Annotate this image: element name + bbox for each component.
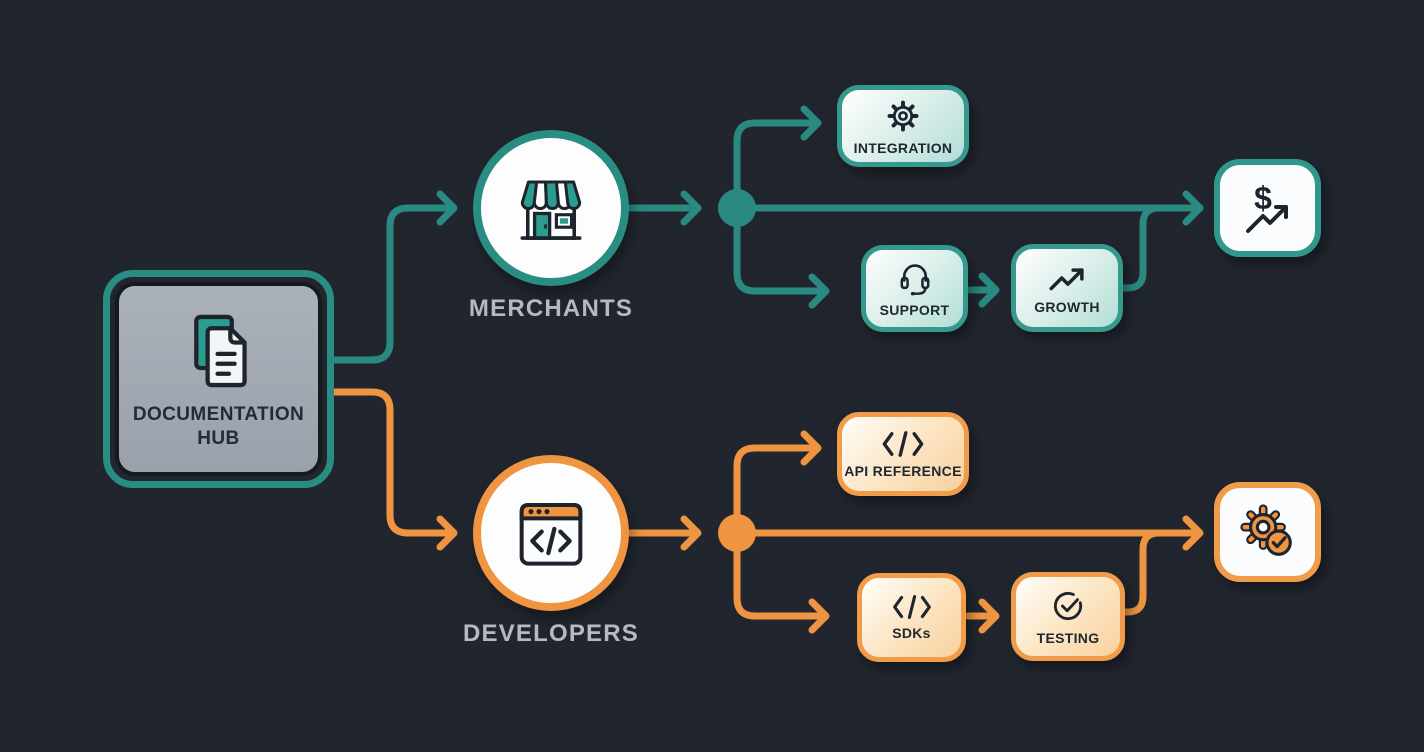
integration-label: INTEGRATION [853, 139, 953, 156]
edge-hub-to-merchants [330, 204, 456, 364]
node-testing: TESTING [1011, 572, 1125, 661]
node-integration: INTEGRATION [837, 85, 969, 167]
node-support: SUPPORT [861, 245, 968, 332]
code-window-icon [519, 503, 583, 566]
testing-label: TESTING [1036, 630, 1100, 646]
arrowhead-into-growth [978, 272, 1000, 308]
node-developers [473, 455, 629, 611]
arrowhead-into-dollar [1182, 190, 1204, 226]
arrowhead-into-orange-junction [680, 515, 702, 551]
arrowhead-into-support [808, 273, 830, 309]
storefront-icon [520, 180, 582, 240]
edge-junction-to-api [733, 444, 820, 528]
sdks-label: SDKs [892, 625, 931, 641]
check-circle-icon [1053, 591, 1083, 621]
teal-junction-dot [718, 189, 756, 227]
node-build-verified-endpoint [1214, 482, 1321, 582]
merchants-label: MERCHANTS [468, 295, 634, 322]
documentation-hub-body: DOCUMENTATION HUB [115, 282, 322, 476]
developers-label: DEVELOPERS [462, 620, 640, 647]
arrowhead-into-teal-junction [680, 190, 702, 226]
arrowhead-into-integration [800, 105, 822, 141]
node-documentation-hub: DOCUMENTATION HUB [103, 270, 334, 488]
gear-icon [887, 100, 919, 131]
code-icon [882, 430, 924, 457]
arrowhead-into-sdks [808, 598, 830, 634]
hub-title-line2: HUB [197, 428, 240, 449]
arrowhead-into-merchants [436, 190, 458, 226]
edge-junction-to-support [733, 214, 828, 295]
edge-junction-to-integration [733, 119, 820, 203]
edge-hub-to-developers [330, 388, 456, 537]
gear-check-icon [1239, 504, 1292, 556]
edge-growth-merge [1120, 204, 1163, 292]
trend-up-icon [1049, 267, 1084, 290]
arrowhead-into-testing [978, 598, 1000, 634]
support-label: SUPPORT [879, 302, 950, 318]
arrowhead-into-developers [436, 515, 458, 551]
dollar-glyph: $ [1254, 180, 1272, 216]
node-merchants [473, 130, 629, 286]
documents-icon [193, 315, 247, 388]
node-revenue-endpoint: $ [1214, 159, 1321, 257]
growth-label: GROWTH [1034, 298, 1100, 315]
code-icon [892, 595, 931, 619]
node-api-reference: API REFERENCE [837, 412, 969, 496]
arrowhead-into-gearcheck [1182, 515, 1204, 551]
edge-junction-to-sdks [733, 539, 828, 620]
orange-junction-dot [718, 514, 756, 552]
arrowhead-into-api [800, 430, 822, 466]
documentation-hub-title: DOCUMENTATION HUB [133, 403, 304, 451]
hub-title-line1: DOCUMENTATION [132, 404, 305, 426]
edge-testing-merge [1120, 529, 1163, 616]
dollar-growth-icon: $ [1245, 180, 1288, 233]
headset-icon [900, 264, 929, 296]
api-reference-label: API REFERENCE [844, 462, 962, 479]
node-growth: GROWTH [1011, 244, 1123, 332]
node-sdks: SDKs [857, 573, 966, 662]
